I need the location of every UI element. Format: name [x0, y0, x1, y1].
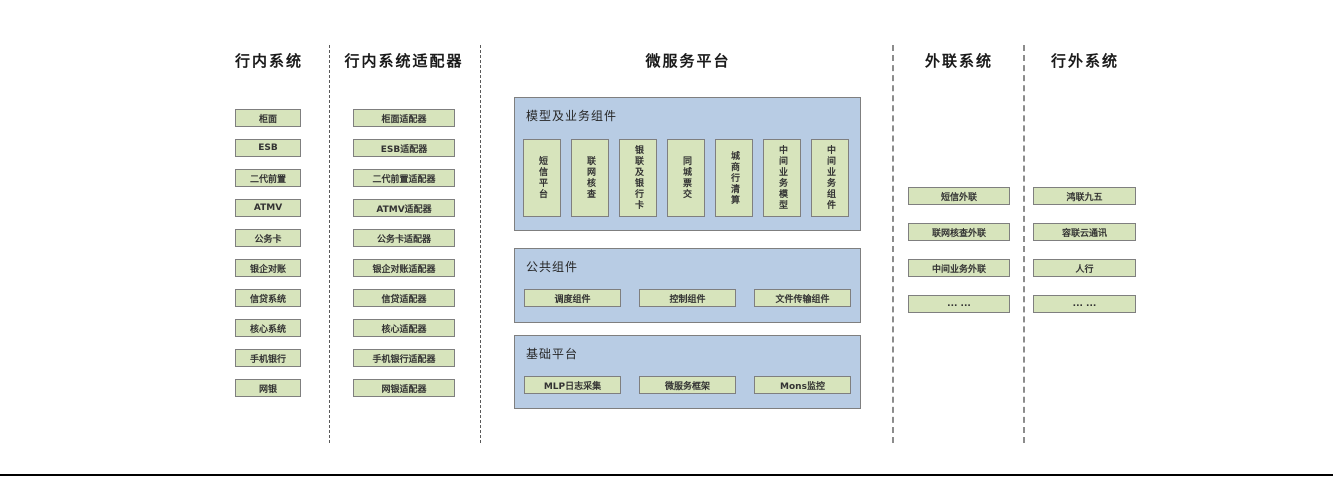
- panel-label: 模型及业务组件: [526, 109, 618, 123]
- adapter-box: 核心适配器: [353, 319, 455, 337]
- column-divider: [329, 45, 330, 443]
- external-link-box: ... ...: [908, 295, 1010, 313]
- component-box: 调度组件: [524, 289, 621, 307]
- system-box: 核心系统: [235, 319, 301, 337]
- component-box-vertical: 中间业务模型: [763, 139, 801, 217]
- component-box: 文件传输组件: [754, 289, 851, 307]
- external-link-box: 短信外联: [908, 187, 1010, 205]
- internal-adapters-list: 柜面适配器 ESB适配器二代前置适配器 ATMV适配器公务卡适配器银企对账适配器信贷…: [353, 109, 455, 409]
- external-link-list: 短信外联联网核查外联中间业务外联 ... ...: [908, 187, 1010, 331]
- component-box-vertical: 中间业务组件: [811, 139, 849, 217]
- adapter-box: 二代前置适配器: [353, 169, 455, 187]
- system-box: 公务卡: [235, 229, 301, 247]
- adapter-box: 公务卡适配器: [353, 229, 455, 247]
- panel-label: 基础平台: [526, 347, 579, 361]
- system-box: 柜面: [235, 109, 301, 127]
- adapter-box: 网银适配器: [353, 379, 455, 397]
- component-box: 控制组件: [639, 289, 736, 307]
- column-title-internal-adapters: 行内系统适配器: [344, 52, 464, 70]
- external-link-box: 联网核查外联: [908, 223, 1010, 241]
- system-box: 银企对账: [235, 259, 301, 277]
- external-systems-list: 鸿联九五容联云通讯人行 ... ...: [1033, 187, 1136, 331]
- model-components-list: 短信平台联网核查银联及银行卡同城票交城商行清算中间业务模型中间业务组件: [523, 139, 849, 217]
- component-box: MLP日志采集: [524, 376, 621, 394]
- component-box: Mons监控: [754, 376, 851, 394]
- bottom-rule: [0, 474, 1333, 476]
- component-box-vertical: 联网核查: [571, 139, 609, 217]
- column-title-external-link-systems: 外联系统: [924, 52, 993, 70]
- column-title-internal-systems: 行内系统: [234, 52, 303, 70]
- adapter-box: 柜面适配器: [353, 109, 455, 127]
- component-box: 微服务框架: [639, 376, 736, 394]
- adapter-box: 信贷适配器: [353, 289, 455, 307]
- column-divider: [1023, 45, 1025, 443]
- common-components-list: 调度组件控制组件文件传输组件: [524, 289, 851, 307]
- adapter-box: 手机银行适配器: [353, 349, 455, 367]
- panel-base-platform: 基础平台 MLP日志采集微服务框架 Mons监控: [514, 335, 861, 409]
- component-box-vertical: 城商行清算: [715, 139, 753, 217]
- external-link-box: 中间业务外联: [908, 259, 1010, 277]
- external-system-box: 鸿联九五: [1033, 187, 1136, 205]
- base-platform-list: MLP日志采集微服务框架 Mons监控: [524, 376, 851, 394]
- column-divider: [892, 45, 894, 443]
- system-box: 手机银行: [235, 349, 301, 367]
- component-box-vertical: 银联及银行卡: [619, 139, 657, 217]
- external-system-box: 人行: [1033, 259, 1136, 277]
- adapter-box: ESB适配器: [353, 139, 455, 157]
- panel-common-components: 公共组件 调度组件控制组件文件传输组件: [514, 248, 861, 323]
- system-box: 网银: [235, 379, 301, 397]
- external-system-box: ... ...: [1033, 295, 1136, 313]
- column-title-external-systems: 行外系统: [1050, 52, 1119, 70]
- system-box: 二代前置: [235, 169, 301, 187]
- component-box-vertical: 同城票交: [667, 139, 705, 217]
- system-box: ESB: [235, 139, 301, 157]
- column-divider: [480, 45, 481, 443]
- internal-systems-list: 柜面 ESB 二代前置 ATMV 公务卡银企对账信贷系统核心系统手机银行网银: [235, 109, 301, 409]
- column-title-microservice-platform: 微服务平台: [645, 52, 731, 70]
- adapter-box: ATMV适配器: [353, 199, 455, 217]
- external-system-box: 容联云通讯: [1033, 223, 1136, 241]
- adapter-box: 银企对账适配器: [353, 259, 455, 277]
- component-box-vertical: 短信平台: [523, 139, 561, 217]
- system-box: ATMV: [235, 199, 301, 217]
- system-box: 信贷系统: [235, 289, 301, 307]
- panel-label: 公共组件: [526, 260, 579, 274]
- panel-model-business-components: 模型及业务组件 短信平台联网核查银联及银行卡同城票交城商行清算中间业务模型中间业…: [514, 97, 861, 231]
